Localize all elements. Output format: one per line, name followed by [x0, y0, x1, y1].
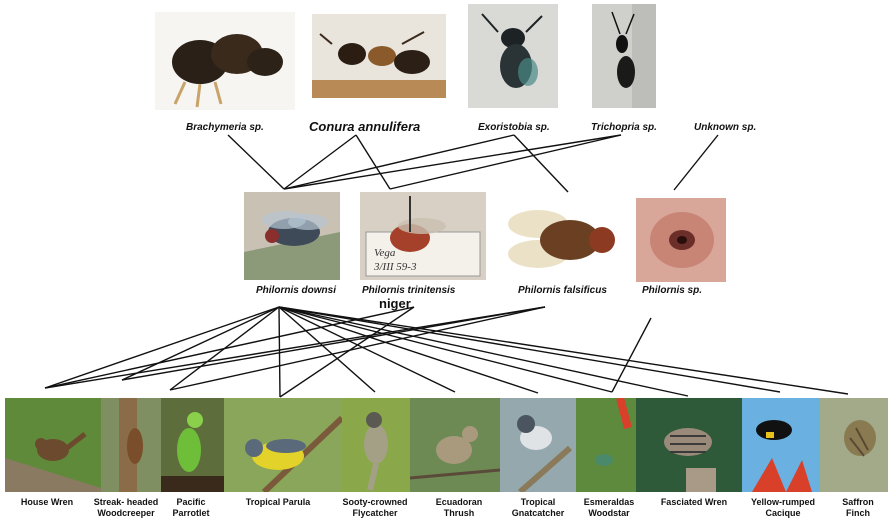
link-trichopria-trinitensis: [390, 135, 621, 189]
wasp-icon: [592, 4, 656, 108]
link-brachymeria-downsi: [228, 135, 284, 189]
svg-text:3/III 59-3: 3/III 59-3: [373, 261, 417, 273]
bird-photo-thrush: [410, 398, 500, 492]
link-falsificus-woodcreeper: [122, 307, 545, 380]
link-downsi-house-wren: [45, 307, 279, 388]
philornis-downsi-photo: [244, 192, 340, 280]
bird-name-gnatcatcher: Tropical Gnatcatcher: [502, 497, 574, 519]
bird-name-parrotlet: Pacific Parrotlet: [166, 497, 216, 519]
bird-photo-fasciated-wren: [636, 398, 742, 492]
bird-name-saffron-finch: Saffron Finch: [832, 497, 884, 519]
label-philornis-falsificus: Philornis falsificus: [518, 285, 607, 296]
bird-icon: [742, 398, 820, 492]
link-exoristobia-downsi: [284, 135, 514, 189]
bird-name-house-wren: House Wren: [14, 497, 80, 508]
philornis-sp-photo: [636, 198, 726, 282]
bird-icon: [410, 398, 500, 492]
wasp-icon: [468, 4, 558, 108]
bird-name-flycatcher: Sooty-crowned Flycatcher: [330, 497, 420, 519]
bird-name-parula: Tropical Parula: [228, 497, 328, 508]
trichopria-photo: [592, 4, 656, 108]
link-sp-woodstar: [612, 318, 651, 392]
exoristobia-photo: [468, 4, 558, 108]
larva-icon: [636, 198, 726, 282]
label-conura: Conura annulifera: [309, 119, 420, 134]
bird-photo-parula: [224, 398, 342, 492]
fly-specimen-icon: Vega 3/III 59-3: [360, 192, 486, 280]
link-downsi-woodstar: [279, 307, 612, 392]
bird-photo-flycatcher: [342, 398, 410, 492]
philornis-falsificus-photo: [502, 196, 622, 280]
fly-icon: [244, 192, 340, 280]
link-trinitensis-house-wren: [45, 307, 414, 388]
link-conura-trinitensis: [356, 135, 390, 189]
bird-photo-parrotlet: [161, 398, 224, 492]
bird-name-cacique: Yellow-rumped Cacique: [738, 497, 828, 519]
bird-photo-gnatcatcher: [500, 398, 576, 492]
bird-icon: [500, 398, 576, 492]
link-trichopria-downsi: [284, 135, 621, 189]
conura-photo: [312, 14, 446, 98]
bird-photo-woodstar: [576, 398, 636, 492]
bird-name-thrush: Ecuadoran Thrush: [422, 497, 496, 519]
philornis-trinitensis-photo: Vega 3/III 59-3: [360, 192, 486, 280]
bird-icon: [342, 398, 410, 492]
bird-name-woodcreeper: Streak- headed Woodcreeper: [84, 497, 168, 519]
link-exoristobia-falsificus: [514, 135, 568, 192]
label-philornis-downsi: Philornis downsi: [256, 285, 336, 296]
link-falsificus-house-wren: [45, 307, 545, 388]
bird-icon: [5, 398, 101, 492]
bird-icon: [820, 398, 888, 492]
bird-photo-house-wren: [5, 398, 101, 492]
link-downsi-gnatcatcher: [279, 307, 538, 393]
label-philornis-trinitensis: Philornis trinitensis: [362, 285, 455, 296]
bird-name-woodstar: Esmeraldas Woodstar: [574, 497, 644, 519]
label-exoristobia: Exoristobia sp.: [478, 122, 550, 133]
wasp-icon: [312, 14, 446, 98]
label-trichopria: Trichopria sp.: [591, 122, 657, 133]
brachymeria-photo: [155, 12, 295, 110]
link-downsi-parula: [279, 307, 280, 397]
bird-photo-cacique: [742, 398, 820, 492]
bird-icon: [161, 398, 224, 492]
bird-icon: [636, 398, 742, 492]
wasp-icon: [155, 12, 295, 110]
label-philornis-sp: Philornis sp.: [642, 285, 702, 296]
link-trinitensis-parula: [280, 307, 414, 397]
link-unknown-sp: [674, 135, 718, 190]
link-downsi-woodcreeper: [122, 307, 279, 380]
label-brachymeria: Brachymeria sp.: [186, 122, 264, 133]
bird-photo-saffron-finch: [820, 398, 888, 492]
fly-icon: [502, 196, 622, 280]
bird-name-fasciated-wren: Fasciated Wren: [654, 497, 734, 508]
bird-icon: [101, 398, 161, 492]
label-niger: niger: [379, 296, 411, 311]
bird-photo-woodcreeper: [101, 398, 161, 492]
bird-icon: [576, 398, 636, 492]
link-downsi-finch: [279, 307, 848, 394]
label-unknown: Unknown sp.: [694, 122, 756, 133]
svg-text:Vega: Vega: [374, 247, 396, 259]
bird-icon: [224, 398, 342, 492]
